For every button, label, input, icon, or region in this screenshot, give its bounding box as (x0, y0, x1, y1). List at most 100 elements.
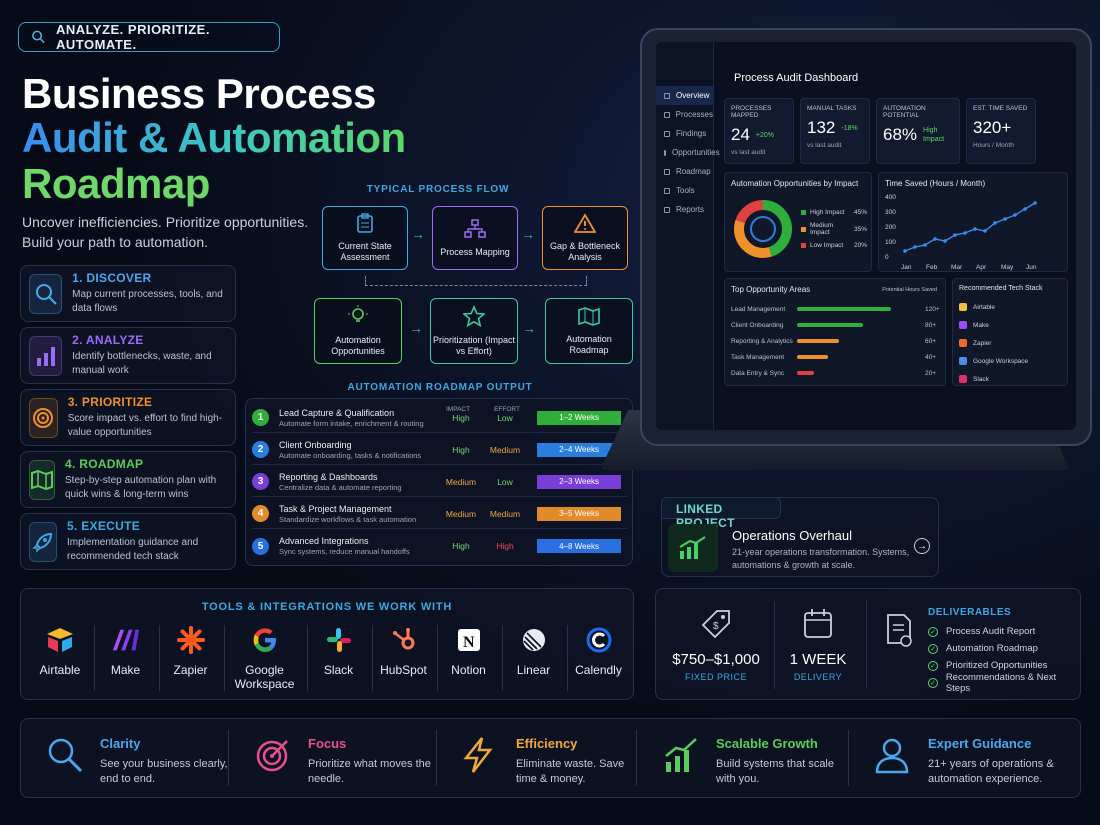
pricing-panel: $ $750–$1,000 FIXED PRICE 1 WEEK DELIVER… (655, 588, 1081, 700)
nav-icon (664, 111, 670, 118)
donut-low (734, 200, 792, 258)
process-map-icon (464, 218, 486, 242)
subtitle: Uncover inefficiencies. Prioritize oppor… (22, 214, 309, 250)
step-desc: Step-by-step automation plan with quick … (65, 475, 217, 500)
linear-logo-icon (519, 625, 549, 655)
stack-item: Google Workspace (959, 352, 1067, 370)
row-effort: Medium (489, 508, 521, 519)
line-point (1013, 213, 1017, 217)
divider (848, 730, 849, 786)
growth-chart-icon (668, 524, 718, 572)
divider (436, 730, 437, 786)
tool-label: Slack (323, 663, 354, 677)
legend-pct: 45% (853, 209, 867, 216)
price-block: $ $750–$1,000 FIXED PRICE (666, 607, 766, 682)
row-desc: Standardize workflows & task automation (279, 514, 417, 524)
tool-label: Calendly (575, 663, 622, 677)
zapier-logo-icon (176, 625, 206, 655)
step-desc: Implementation guidance and recommended … (66, 537, 199, 562)
row-duration: 2–4 Weeks (537, 442, 621, 457)
stack-label: Zapier (973, 339, 992, 347)
nav-roadmap[interactable]: Roadmap (656, 162, 713, 181)
divider (866, 601, 867, 689)
row-impact: Medium (445, 508, 477, 519)
flow-box-4: Automation Opportunities (314, 298, 402, 364)
divider (774, 601, 775, 689)
line-point (993, 221, 997, 225)
area-label: Lead Management (731, 305, 786, 313)
line-point (943, 239, 947, 243)
tool-hubspot: HubSpot (372, 625, 434, 691)
linked-title: Operations Overhaul (732, 528, 852, 543)
arrow-right-icon[interactable]: → (914, 538, 930, 554)
line-point (1003, 217, 1007, 221)
tool-label: Linear (516, 663, 551, 677)
legend-swatch (801, 210, 806, 215)
airtable-logo-icon (45, 625, 75, 655)
nav-tools[interactable]: Tools (656, 181, 713, 200)
zapier-icon (959, 339, 967, 347)
legend-pct: 20% (853, 242, 867, 249)
make-logo-icon (111, 625, 141, 655)
nav-opportunities[interactable]: Opportunities (656, 143, 720, 162)
nav-processes[interactable]: Processes (656, 105, 713, 124)
row-duration: 1–2 Weeks (537, 410, 621, 425)
kpi-note: Hours / Month (973, 142, 1014, 149)
legend-pct: 35% (853, 225, 867, 233)
row-number: 4 (252, 505, 269, 522)
process-flow-title: TYPICAL PROCESS FLOW (366, 184, 510, 195)
nav-label: Findings (676, 129, 707, 138)
nav-overview[interactable]: Overview (656, 86, 713, 105)
line-point (983, 229, 987, 233)
current-state-icon (356, 213, 374, 236)
delivery-label: DELIVERY (793, 672, 843, 682)
area-value: 60+ (925, 337, 937, 345)
effort-header: EFFORT (494, 406, 520, 413)
area-bar (797, 307, 891, 311)
feature-desc: See your business clearly, end to end. (100, 758, 228, 785)
nav-label: Tools (676, 186, 695, 195)
map-icon (29, 459, 55, 500)
legend-swatch (801, 226, 806, 232)
person-icon (874, 736, 914, 779)
area-bar (797, 323, 863, 327)
feature-title: Scalable Growth (716, 736, 818, 751)
feature-desc: Build systems that scale with you. (716, 758, 834, 785)
tool-label: Make (110, 663, 141, 677)
kpi-note: vs last audit (731, 149, 766, 156)
features-bar (20, 718, 1081, 798)
flow-box-5: Prioritization (Impact vs Effort) (430, 298, 518, 364)
y-tick: 300 (885, 209, 896, 216)
linked-desc: 21-year operations transformation. Syste… (732, 547, 910, 570)
nav-reports[interactable]: Reports (656, 200, 713, 219)
x-tick: May (1001, 264, 1014, 271)
linked-project-card[interactable]: LINKED PROJECT Operations Overhaul 21-ye… (661, 497, 939, 577)
row-impact: High (452, 541, 470, 551)
tagline-text: ANALYZE. PRIORITIZE. AUTOMATE. (55, 22, 210, 52)
deliverable-label: Process Audit Report (946, 626, 1036, 637)
stack-item: Airtable (959, 298, 1067, 316)
dashboard-title: Process Audit Dashboard (734, 72, 859, 84)
deliverable-item: ✓Recommendations & Next Steps (928, 672, 1080, 694)
row-effort: Medium (489, 444, 521, 455)
nav-findings[interactable]: Findings (656, 124, 713, 143)
flow-box-label: Process Mapping (440, 246, 510, 257)
kpi-value: 320+ (973, 118, 1012, 137)
x-tick: Apr (976, 264, 987, 271)
